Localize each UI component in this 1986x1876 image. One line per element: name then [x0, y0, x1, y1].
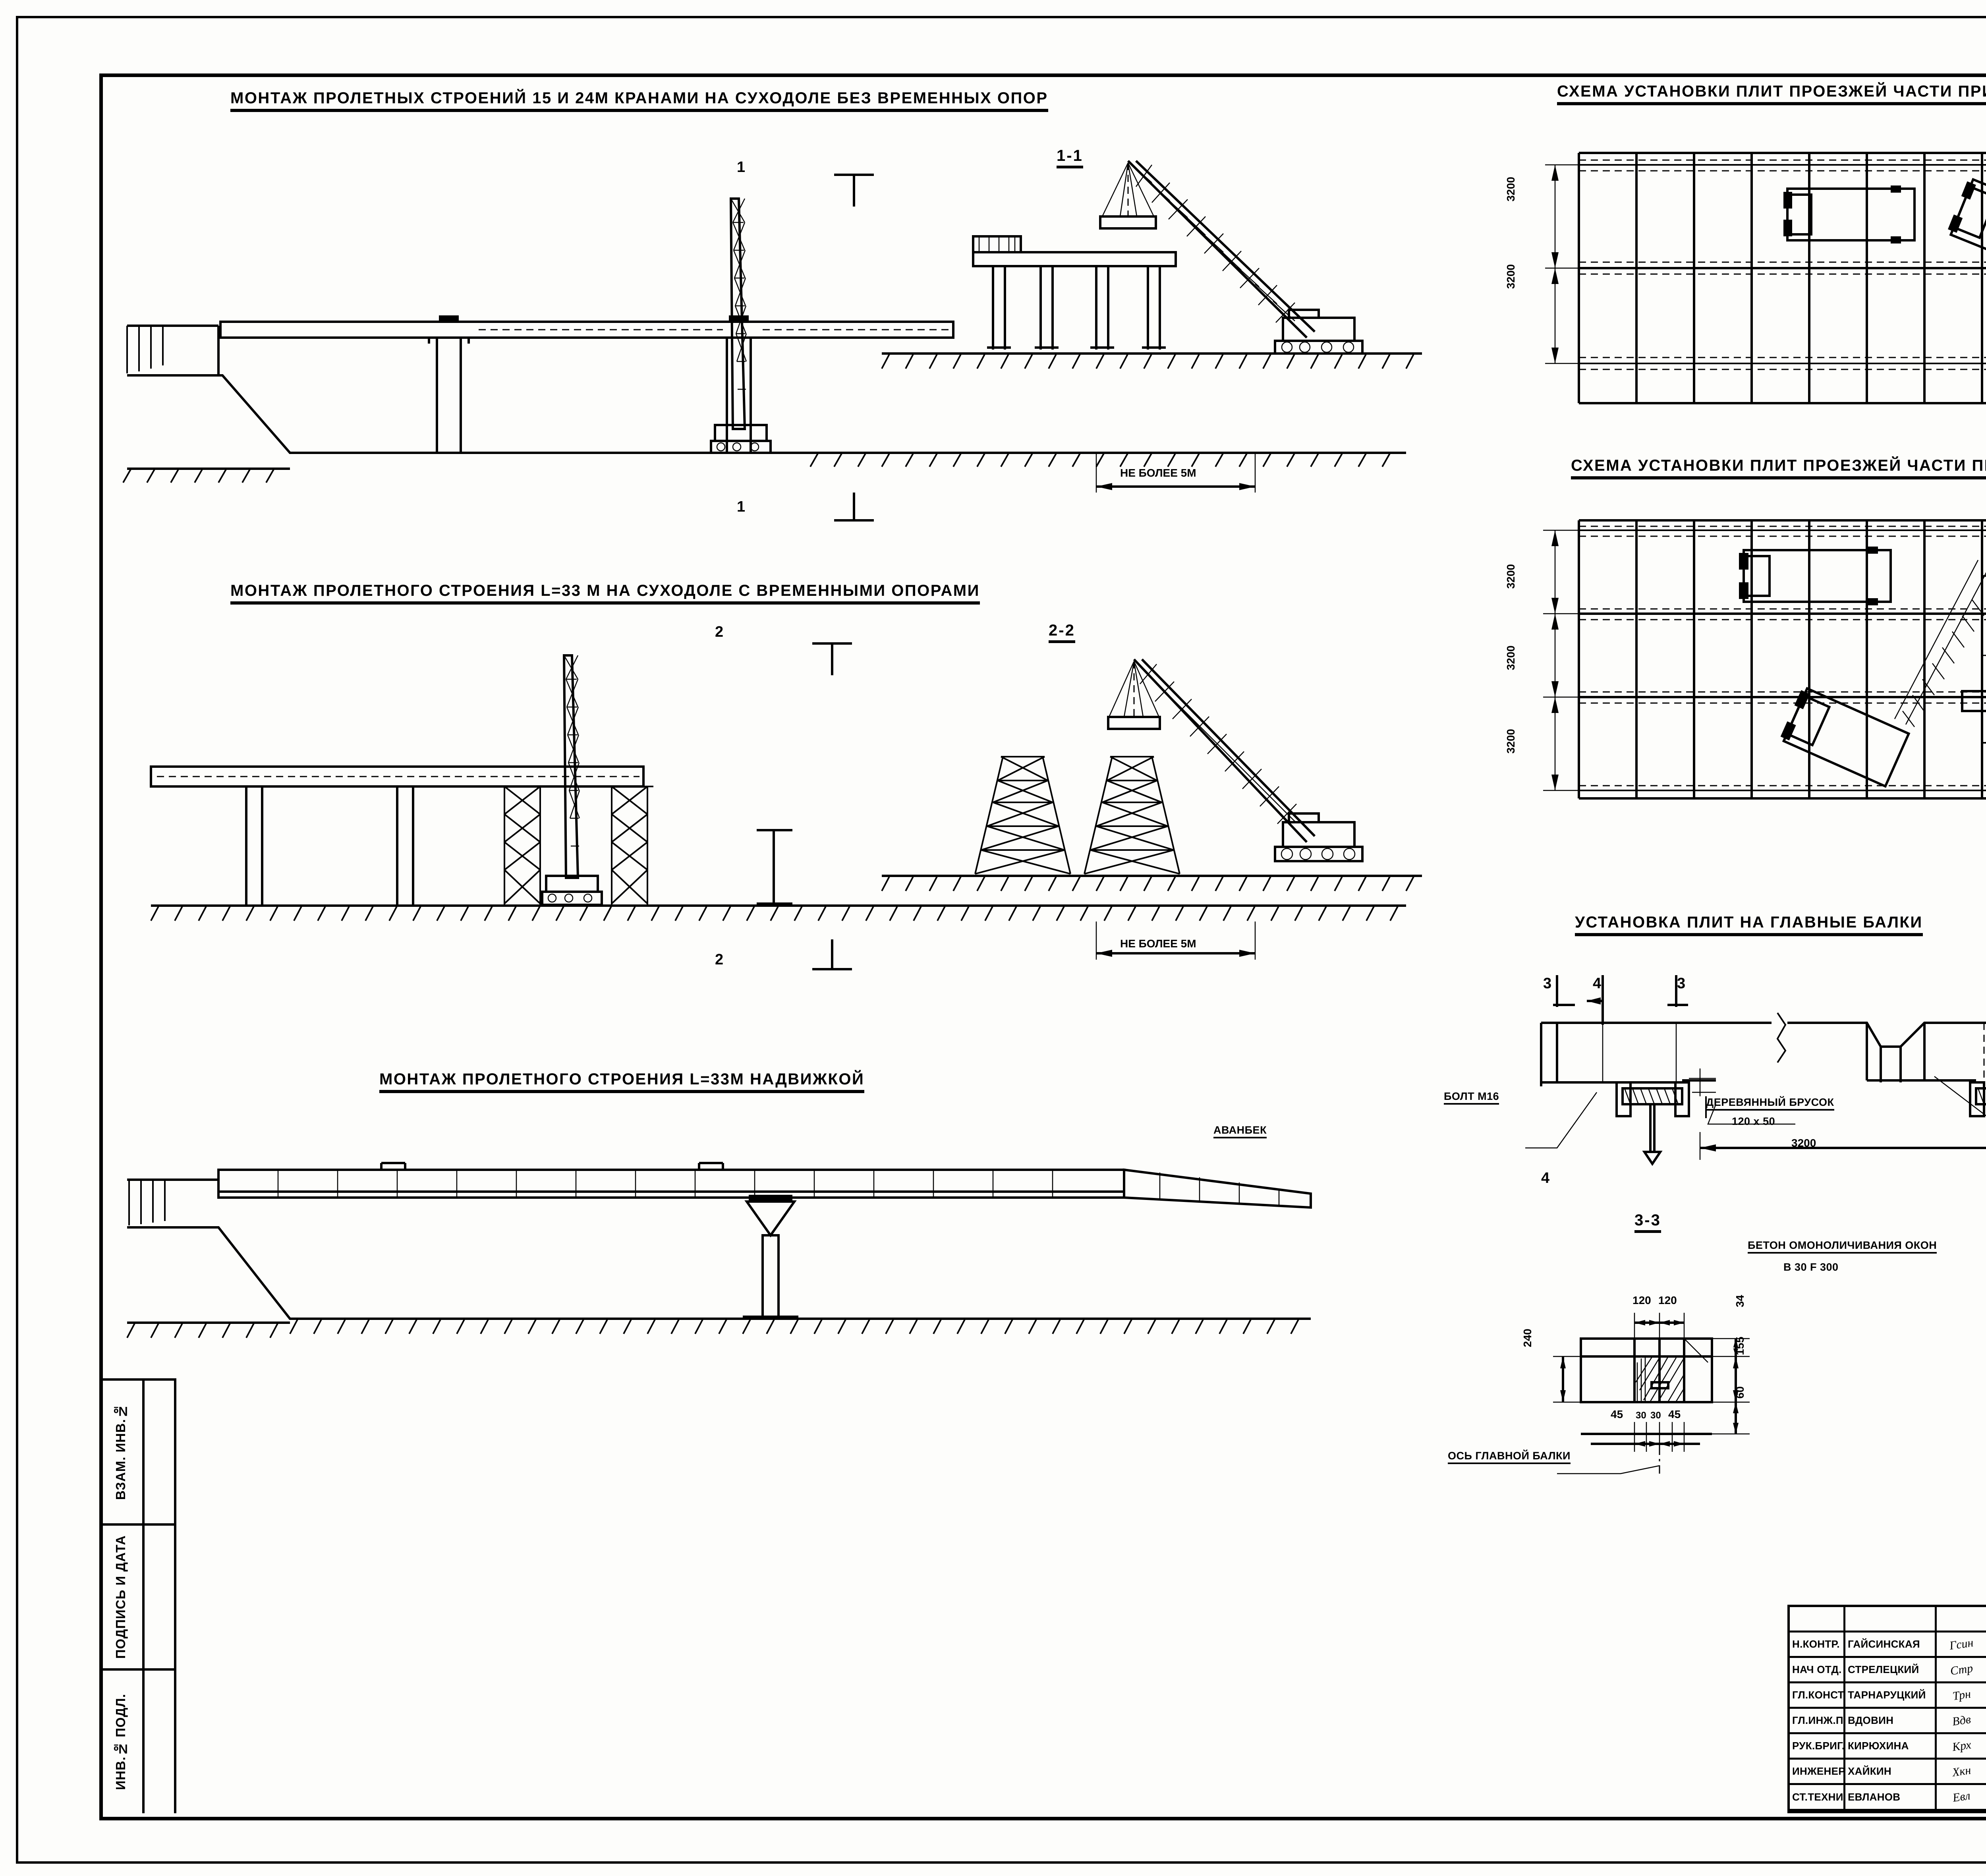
diagram2-title: МОНТАЖ ПРОЛЕТНОГО СТРОЕНИЯ L=33 М НА СУХ…	[230, 582, 980, 605]
stamp-subcell-0	[142, 1381, 174, 1523]
section33-dim-bot-2: 30	[1650, 1410, 1661, 1421]
stamp-cell-1: ПОДПИСЬ И ДАТА	[99, 1523, 174, 1668]
plan3-mark-3-right: 3	[1677, 975, 1686, 992]
plan3-bolt-left-label: БОЛТ М16	[1444, 1090, 1499, 1105]
section33-axis-label: ОСЬ ГЛАВНОЙ БАЛКИ	[1448, 1450, 1571, 1464]
tb-name-3: ТАРНАРУЦКИЙ	[1845, 1683, 1937, 1709]
diagram2-section-mark-top: 2	[715, 624, 724, 640]
plan1-dim-0: 3200	[1505, 177, 1517, 202]
stamp-label-1: ПОДПИСЬ И ДАТА	[113, 1535, 128, 1659]
plan1-graphic	[1545, 152, 1986, 404]
diagram2-note-dim: НЕ БОЛЕЕ 5М	[1120, 937, 1196, 950]
diagram1-section-mark-bottom: 1	[737, 498, 746, 515]
tb-role-6: ИНЖЕНЕР	[1790, 1760, 1845, 1785]
diagram1-section-graphic	[881, 160, 1422, 493]
plan3-mark-4-bottom: 4	[1541, 1170, 1550, 1186]
plan2-graphic	[1543, 519, 1986, 800]
tb-name-1: ГАЙСИНСКАЯ	[1845, 1633, 1937, 1658]
plan3-wood-label: ДЕРЕВЯННЫЙ БРУСОК	[1706, 1096, 1834, 1111]
tb-sig-7: Евл	[1937, 1785, 1986, 1811]
tb-sig-2: Стр	[1937, 1658, 1986, 1683]
section33-dim-left: 240	[1521, 1329, 1534, 1347]
tb-sig-6: Хкн	[1937, 1760, 1986, 1785]
plan2-title: СХЕМА УСТАНОВКИ ПЛИТ ПРОЕЗЖЕЙ ЧАСТИ ПРИ …	[1571, 457, 1986, 479]
section33-grade-label: В 30 F 300	[1783, 1261, 1839, 1273]
tb-role-2: НАЧ ОТД.	[1790, 1658, 1845, 1683]
tb-role-0	[1790, 1607, 1845, 1633]
section33-dim-bot-1: 30	[1636, 1410, 1646, 1421]
diagram3-callout-avanbek: АВАНБЕК	[1213, 1124, 1267, 1138]
tb-role-3: ГЛ.КОНСТР	[1790, 1683, 1845, 1709]
diagram1-note-dim: НЕ БОЛЕЕ 5М	[1120, 467, 1196, 479]
plan3-mark-3-left: 3	[1543, 975, 1552, 992]
section33-dim-top-1: 120	[1658, 1294, 1677, 1306]
diagram1-section-mark-top: 1	[737, 159, 746, 176]
diagram1-elevation-graphic	[122, 174, 1406, 522]
plan1-title: СХЕМА УСТАНОВКИ ПЛИТ ПРОЕЗЖЕЙ ЧАСТИ ПРИ …	[1557, 83, 1986, 105]
tb-sig-5: Крх	[1937, 1734, 1986, 1760]
tb-sig-1: Гсин	[1937, 1633, 1986, 1658]
diagram3-graphic	[126, 1162, 1312, 1338]
stamp-subcell-2	[142, 1671, 174, 1813]
plan2-dim-left-2: 3200	[1505, 729, 1517, 754]
diagram1-title: МОНТАЖ ПРОЛЕТНЫХ СТРОЕНИЙ 15 И 24М КРАНА…	[230, 89, 1048, 112]
tb-name-5: КИРЮХИНА	[1845, 1734, 1937, 1760]
section33-concrete-label: БЕТОН ОМОНОЛИЧИВАНИЯ ОКОН	[1748, 1239, 1937, 1254]
tb-sig-0	[1937, 1607, 1986, 1633]
stamp-label-0-wrap: ВЗАМ. ИНВ.№	[99, 1381, 142, 1523]
tb-role-1: Н.КОНТР.	[1790, 1633, 1845, 1658]
section33-title: 3-3	[1634, 1211, 1661, 1233]
diagram2-elevation-graphic	[150, 642, 1406, 970]
tb-name-6: ХАЙКИН	[1845, 1760, 1937, 1785]
stamp-subcell-1	[142, 1526, 174, 1668]
outer-border	[16, 16, 1986, 1864]
plan1-dim-1: 3200	[1505, 264, 1517, 289]
title-block: Н.КОНТР. ГАЙСИНСКАЯ Гсин НАЧ ОТД. СТРЕЛЕ…	[1787, 1605, 1986, 1813]
plan3-title: УСТАНОВКА ПЛИТ НА ГЛАВНЫЕ БАЛКИ	[1575, 914, 1923, 936]
tb-name-4: ВДОВИН	[1845, 1709, 1937, 1734]
plan2-dim-left-1: 3200	[1505, 645, 1517, 670]
tb-role-4: ГЛ.ИНЖ.ПР	[1790, 1709, 1845, 1734]
section33-dim-bot-3: 45	[1668, 1408, 1681, 1420]
tb-name-2: СТРЕЛЕЦКИЙ	[1845, 1658, 1937, 1683]
tb-sig-4: Вдв	[1937, 1709, 1986, 1734]
diagram1-section-title: 1-1	[1057, 147, 1083, 168]
plan3-graphic	[1525, 975, 1986, 1166]
diagram2-section-graphic	[881, 658, 1422, 960]
diagram3-title: МОНТАЖ ПРОЛЕТНОГО СТРОЕНИЯ L=33м НАДВИЖК…	[379, 1070, 865, 1093]
stamp-label-2: ИНВ.№ ПОДЛ.	[113, 1694, 128, 1790]
left-margin-stamp: ВЗАМ. ИНВ.№ ПОДПИСЬ И ДАТА ИНВ.№ ПОДЛ.	[99, 1378, 176, 1813]
tb-sig-3: Трн	[1937, 1683, 1986, 1709]
tb-role-5: РУК.БРИГ.	[1790, 1734, 1845, 1760]
inner-border	[99, 73, 1986, 1820]
section33-dim-top-0: 120	[1632, 1294, 1651, 1306]
stamp-label-1-wrap: ПОДПИСЬ И ДАТА	[99, 1526, 142, 1668]
stamp-cell-2: ИНВ.№ ПОДЛ.	[99, 1668, 174, 1813]
stamp-label-2-wrap: ИНВ.№ ПОДЛ.	[99, 1671, 142, 1813]
plan3-wood-size: 120 х 50	[1732, 1115, 1775, 1127]
stamp-cell-0: ВЗАМ. ИНВ.№	[99, 1378, 174, 1523]
diagram2-section-title: 2-2	[1049, 622, 1075, 643]
section33-graphic	[1553, 1313, 1750, 1474]
tb-role-7: СТ.ТЕХНИК	[1790, 1785, 1845, 1811]
stamp-label-0: ВЗАМ. ИНВ.№	[113, 1404, 128, 1500]
tb-name-0	[1845, 1607, 1937, 1633]
diagram2-section-mark-bottom: 2	[715, 951, 724, 968]
section33-dim-bot-0: 45	[1611, 1408, 1623, 1420]
plan3-mark-4: 4	[1593, 975, 1602, 992]
tb-name-7: ЕВЛАНОВ	[1845, 1785, 1937, 1811]
plan2-dim-left-0: 3200	[1505, 564, 1517, 589]
